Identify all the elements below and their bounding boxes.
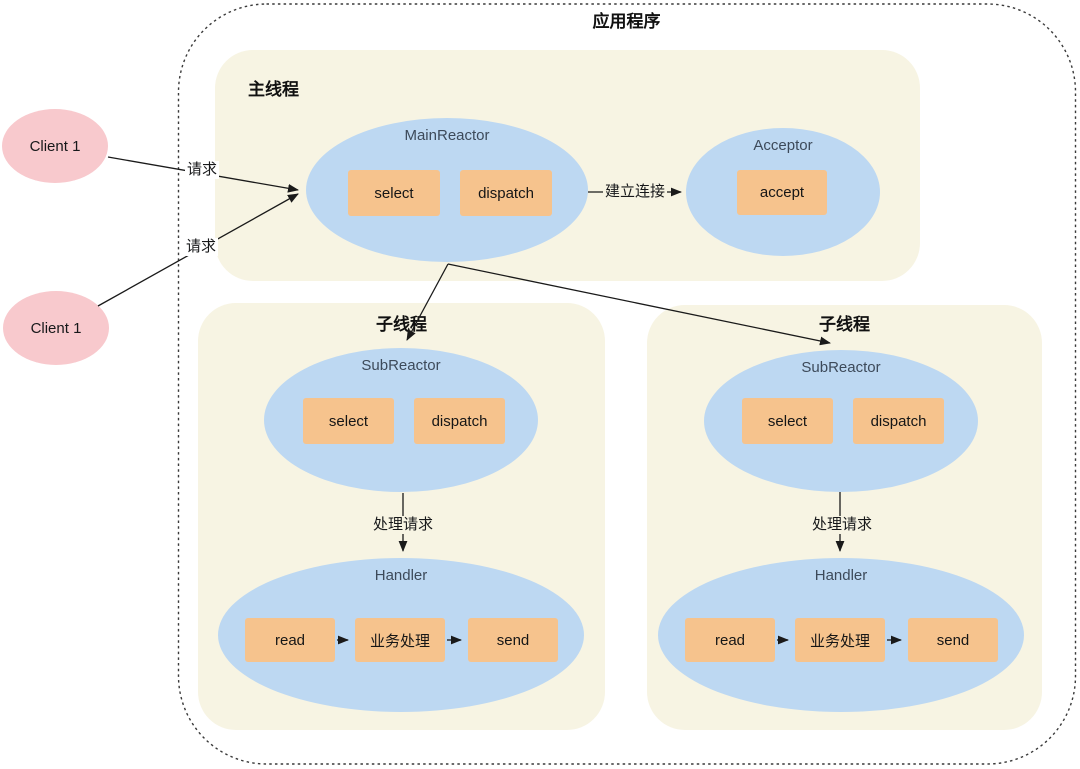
sub-reactor-right-select-box: select (742, 398, 833, 444)
sub-reactor-left-dispatch-box: dispatch (414, 398, 505, 444)
sub-reactor-right-label: SubReactor (801, 359, 881, 376)
main-reactor-select-box: select (348, 170, 440, 216)
sub-reactor-left-ellipse: SubReactor select dispatch (264, 348, 538, 492)
handler-right-label: Handler (814, 567, 868, 584)
request-label-top: 请求 (185, 161, 220, 179)
sub-reactor-left-label: SubReactor (361, 357, 441, 374)
sub-thread-right-title: 子线程 (819, 315, 870, 334)
establish-connection-label: 建立连接 (603, 183, 668, 201)
handler-left-read-box: read (245, 618, 335, 662)
acceptor-ellipse: Acceptor accept (686, 128, 880, 256)
client-1-bottom-ellipse: Client 1 (3, 291, 109, 365)
main-reactor-label: MainReactor (404, 127, 490, 144)
acceptor-accept-box: accept (737, 170, 827, 215)
process-request-label-right: 处理请求 (810, 516, 875, 534)
handler-left-label: Handler (374, 567, 428, 584)
handler-right-read-box: read (685, 618, 775, 662)
sub-reactor-left-select-box: select (303, 398, 394, 444)
handler-left-ellipse: Handler read 业务处理 send (218, 558, 584, 712)
main-thread-title: 主线程 (248, 80, 299, 99)
process-request-label-left: 处理请求 (371, 516, 436, 534)
main-reactor-dispatch-box: dispatch (460, 170, 552, 216)
app-title: 应用程序 (592, 12, 661, 31)
sub-thread-left-title: 子线程 (376, 315, 427, 334)
handler-right-send-box: send (908, 618, 998, 662)
sub-reactor-right-ellipse: SubReactor select dispatch (704, 350, 978, 492)
acceptor-label: Acceptor (753, 137, 813, 154)
client-1-top-ellipse: Client 1 (2, 109, 108, 183)
main-reactor-ellipse: MainReactor select dispatch (306, 118, 588, 262)
sub-reactor-right-dispatch-box: dispatch (853, 398, 944, 444)
handler-left-business-box: 业务处理 (355, 618, 445, 662)
request-label-bottom: 请求 (184, 238, 219, 256)
handler-left-send-box: send (468, 618, 558, 662)
main-thread-section: 主线程 MainReactor select dispatch Acceptor… (215, 50, 920, 281)
handler-right-business-box: 业务处理 (795, 618, 885, 662)
handler-right-ellipse: Handler read 业务处理 send (658, 558, 1024, 712)
